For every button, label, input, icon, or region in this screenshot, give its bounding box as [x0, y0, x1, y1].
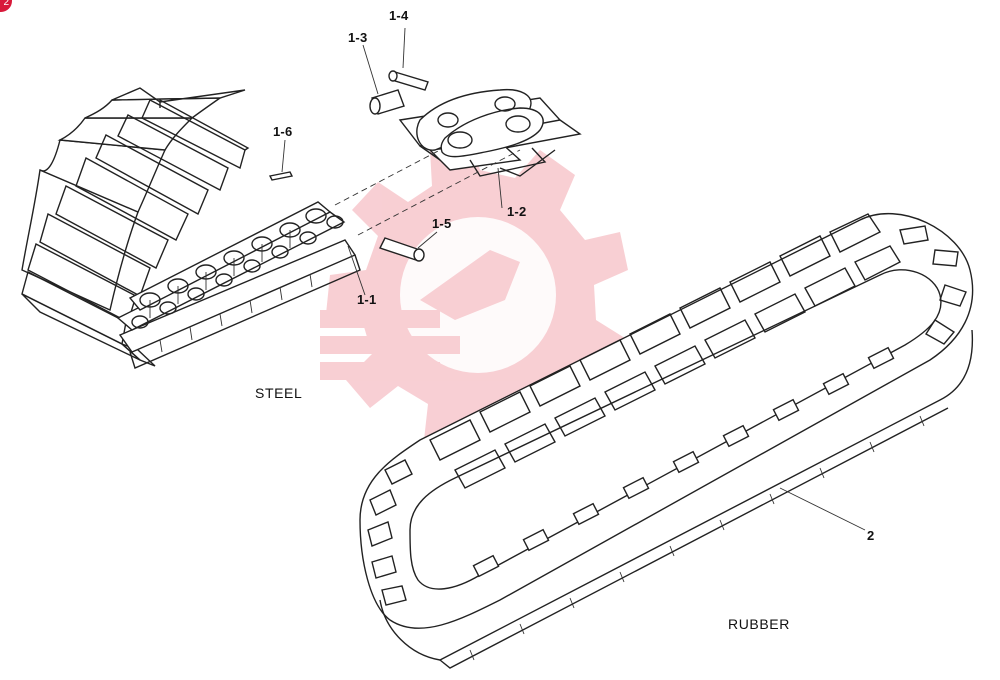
rubber-track: [359, 212, 974, 669]
steel-track: [21, 87, 361, 369]
label-part-1-1: 1-1: [357, 292, 377, 307]
label-part-1-2: 1-2: [507, 204, 527, 219]
label-part-2: 2: [867, 528, 875, 543]
caption-steel: STEEL: [255, 385, 303, 401]
label-part-1-4: 1-4: [389, 8, 409, 23]
exploded-link: [334, 70, 582, 262]
leader-lines: [281, 27, 866, 531]
caption-rubber: RUBBER: [728, 616, 790, 632]
label-part-1-5: 1-5: [432, 216, 452, 231]
watermark-gear-icon: [320, 138, 628, 446]
label-part-1-3: 1-3: [348, 30, 368, 45]
label-part-1-6: 1-6: [273, 124, 293, 139]
